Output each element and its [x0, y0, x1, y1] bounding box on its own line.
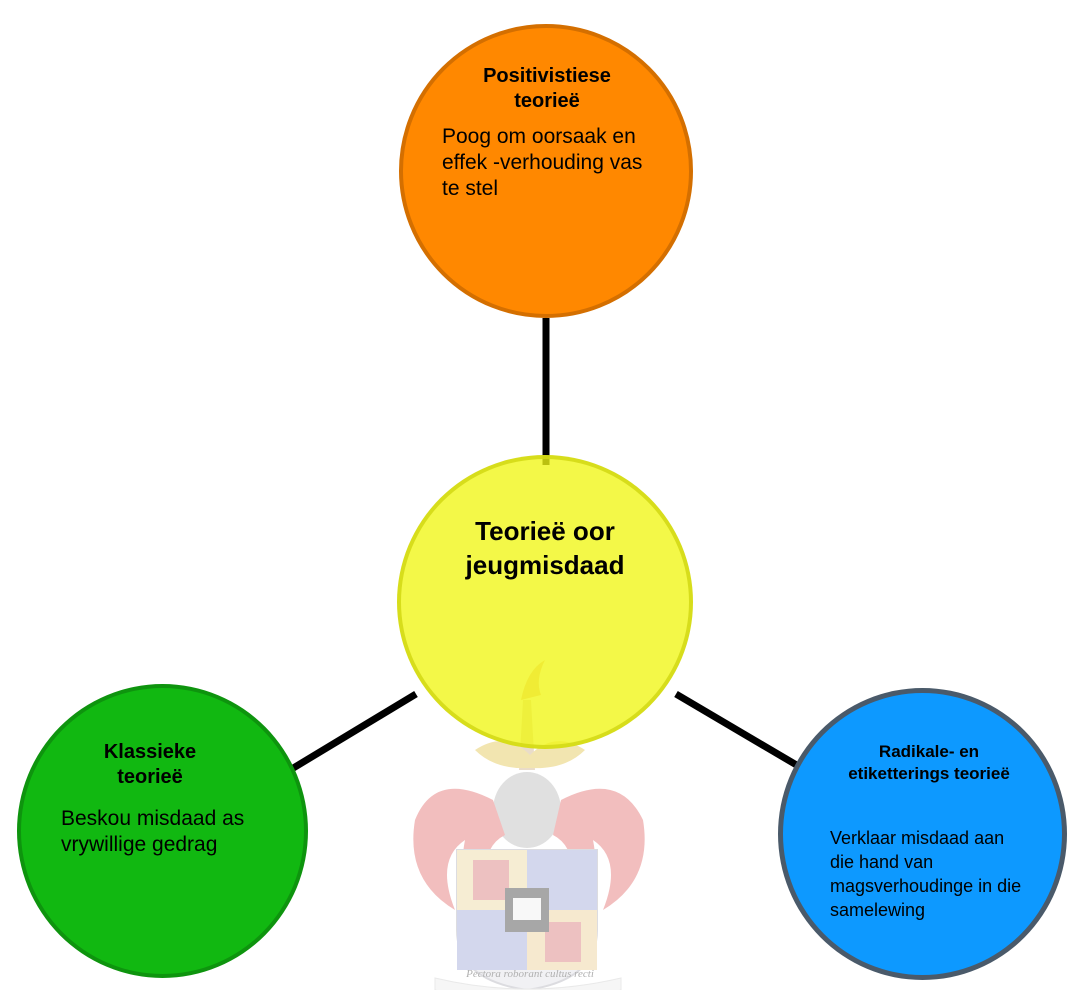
node-body-radical: Verklaar misdaad aan die hand van magsve…	[830, 828, 1022, 920]
center-title: Teorieë oor jeugmisdaad	[465, 516, 625, 580]
crest-motto: Pectora roborant cultus recti	[466, 968, 594, 980]
node-title-positivistic: Positivistiese teorieë	[483, 65, 611, 112]
center-circle	[397, 455, 693, 749]
connector-left	[288, 691, 418, 773]
node-circle-positivistic	[399, 24, 693, 318]
node-circle-radical	[778, 688, 1067, 980]
node-title-radical: Radikale- en etiketterings teorieë	[848, 742, 1010, 783]
connector-right	[674, 690, 807, 774]
node-body-classical: Beskou misdaad as vrywillige gedrag	[61, 807, 245, 856]
node-body-positivistic: Poog om oorsaak en effek -verhouding vas…	[442, 125, 643, 200]
node-circle-classical	[17, 684, 308, 978]
node-title-classical: Klassieke teorieë	[103, 741, 197, 788]
